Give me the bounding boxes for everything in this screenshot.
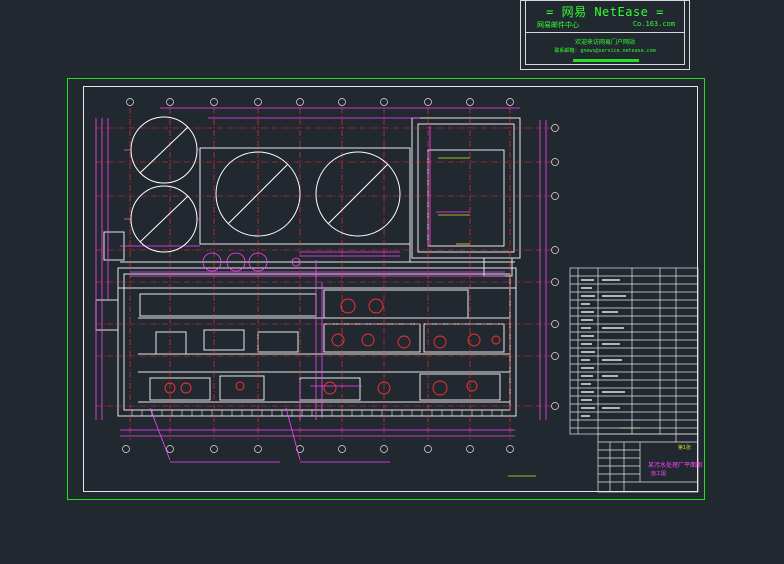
pump-house-inner-wall [417,123,515,253]
room-4 [299,377,361,401]
pump-house-outline [411,117,521,259]
bay-ticks [131,410,503,416]
room-2 [257,331,299,353]
room-9 [419,373,501,401]
stamp-title: = 网易 NetEase = [546,5,664,19]
stamp-bar [573,59,639,62]
equipment-table [569,267,699,435]
room-6 [149,377,211,401]
title-block-drawing-title: 某污水处理厂平面图 [648,462,703,469]
annex-2 [95,299,119,331]
tank-4 [315,151,401,237]
stamp-left-text: 网易邮件中心 [537,21,579,29]
room-5 [155,331,187,355]
circular-tanks [130,116,401,253]
stamp-right-text: Co.163.com [632,20,675,28]
drawing-sheet-inner-frame [83,86,698,492]
pipe-details [124,149,301,272]
main-building-outline [117,267,517,417]
building-walls [95,117,521,417]
dimension-lines [95,107,547,463]
pump-house-room [427,149,505,247]
equipment-table-text [581,279,626,417]
title-block-drawing-code: 施工图 [651,471,667,477]
room-3 [219,375,265,401]
equipment-row-2 [323,289,469,319]
axis-bubbles [122,98,559,453]
annex-1 [483,257,513,277]
title-block [597,433,699,493]
axis-grid [96,108,560,440]
room-1 [203,329,245,351]
stamp-inner-frame [525,1,685,65]
stamp-line-2: 联系邮箱: gnews@service.netease.com [554,48,656,54]
stamp-divider [525,32,685,33]
tank-3 [215,151,301,237]
equipment-row-1 [139,293,317,317]
watermark-stamp: = 网易 NetEase = 网易邮件中心 Co.163.com 欢迎来访网易门… [520,0,690,70]
stamp-line-1: 欢迎来访网易门户网站 [574,39,635,46]
equipment-symbols [164,298,501,396]
drawing-sheet-outer-frame [67,78,705,500]
title-block-sheet-number: 第1张 [678,445,692,451]
